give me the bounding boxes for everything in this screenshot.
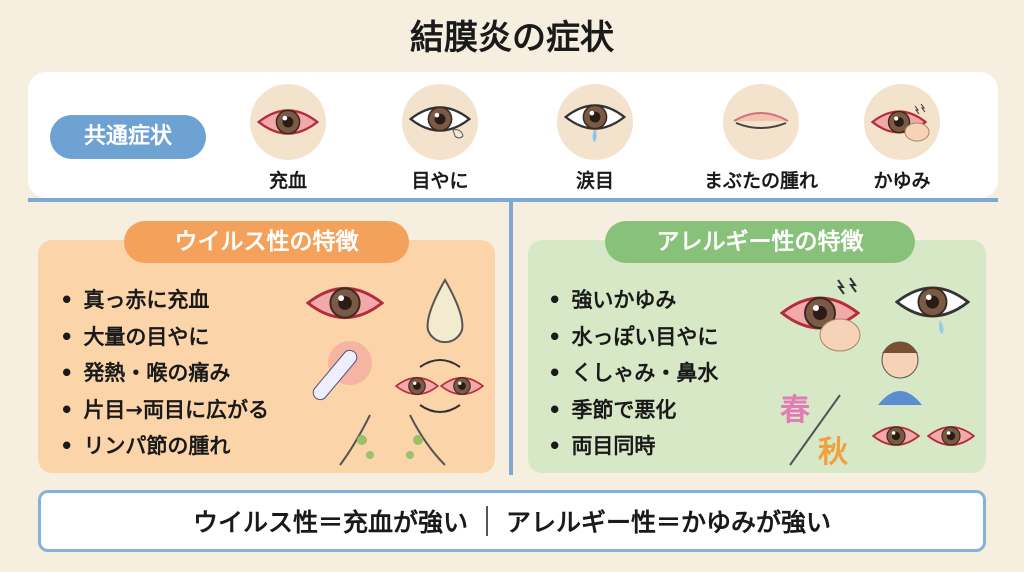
allergy-illustration bbox=[780, 277, 970, 466]
teary-eye-icon bbox=[564, 104, 626, 142]
hand-icon bbox=[819, 318, 861, 352]
symptom-discharge: 目やに bbox=[385, 84, 495, 193]
symptom-label: 目やに bbox=[411, 170, 469, 192]
neck-icon bbox=[339, 414, 446, 466]
symptom-label: 充血 bbox=[268, 170, 307, 192]
list-item: 片目→両目に広がる bbox=[60, 392, 269, 429]
list-item: リンパ節の腫れ bbox=[60, 428, 269, 465]
red-eye-icon bbox=[257, 105, 319, 139]
symptom-swollen-eyelid: まぶたの腫れ bbox=[691, 84, 831, 193]
list-item: 両目同時 bbox=[548, 428, 718, 465]
list-item: くしゃみ・鼻水 bbox=[548, 355, 718, 392]
symptom-label: かゆみ bbox=[873, 170, 931, 192]
list-item: 発熱・喉の痛み bbox=[60, 355, 269, 392]
allergy-feature-list: 強いかゆみ 水っぽい目やに くしゃみ・鼻水 季節で悪化 両目同時 bbox=[548, 282, 718, 465]
both-eyes-red-icon bbox=[872, 426, 975, 446]
list-item: 強いかゆみ bbox=[548, 282, 718, 319]
common-symptoms-label: 共通症状 bbox=[50, 115, 206, 159]
summary-viral: ウイルス性＝充血が強い bbox=[192, 508, 468, 537]
viral-illustration bbox=[306, 277, 484, 466]
thermometer-icon bbox=[312, 349, 358, 401]
summary-separator bbox=[486, 506, 488, 536]
red-eye-icon bbox=[306, 286, 384, 320]
symptom-itching: かゆみ bbox=[847, 84, 957, 193]
autumn-label: 秋 bbox=[818, 435, 848, 470]
list-item: 真っ赤に充血 bbox=[60, 282, 269, 319]
eye-discharge-icon bbox=[409, 106, 471, 139]
summary-allergy: アレルギー性＝かゆみが強い bbox=[506, 508, 832, 537]
viral-title: ウイルス性の特徴 bbox=[124, 221, 409, 263]
symptom-label: 涙目 bbox=[575, 170, 614, 192]
allergy-title: アレルギー性の特徴 bbox=[605, 221, 915, 263]
teary-eye-icon bbox=[895, 286, 970, 318]
symptom-tears: 涙目 bbox=[540, 84, 650, 193]
spring-label: 春 bbox=[780, 393, 810, 428]
page-title: 結膜炎の症状 bbox=[410, 18, 614, 58]
divider-horizontal bbox=[28, 198, 998, 202]
discharge-drop-icon bbox=[426, 277, 464, 344]
summary-box: ウイルス性＝充血が強い アレルギー性＝かゆみが強い bbox=[38, 490, 986, 552]
list-item: 大量の目やに bbox=[60, 319, 269, 356]
list-item: 水っぽい目やに bbox=[548, 319, 718, 356]
viral-feature-list: 真っ赤に充血 大量の目やに 発熱・喉の痛み 片目→両目に広がる リンパ節の腫れ bbox=[60, 282, 269, 465]
spread-arrow-icon bbox=[419, 359, 461, 413]
itchy-eye-icon bbox=[871, 103, 930, 142]
symptom-redness: 充血 bbox=[233, 84, 343, 193]
symptom-label: まぶたの腫れ bbox=[703, 170, 818, 192]
divider-vertical bbox=[509, 200, 513, 475]
swollen-eyelid-icon bbox=[733, 112, 789, 129]
list-item: 季節で悪化 bbox=[548, 392, 718, 429]
